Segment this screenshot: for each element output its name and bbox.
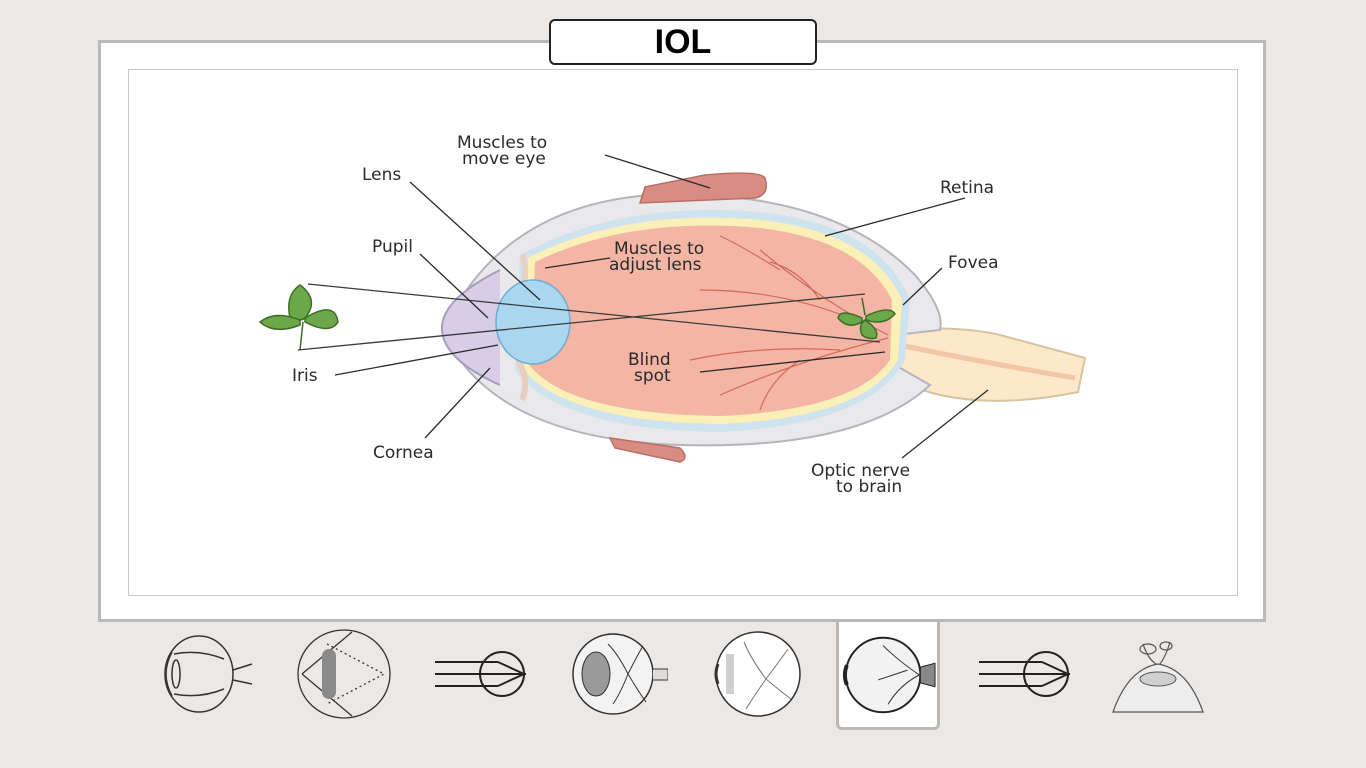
thumbnail-2[interactable] (290, 622, 394, 726)
page-title: IOL (549, 19, 817, 65)
thumbnail-4[interactable] (566, 622, 670, 726)
iol-implant-icon (1112, 641, 1204, 713)
label-muscles-move-eye-2: move eye (462, 149, 546, 169)
label-blind-spot-2: spot (634, 366, 671, 386)
label-retina: Retina (940, 178, 994, 198)
label-pupil: Pupil (372, 237, 413, 257)
label-muscles-move-eye: Muscles to (457, 133, 547, 153)
retina-vessels-icon (714, 631, 801, 717)
cornea-shape (440, 269, 501, 386)
label-blind-spot: Blind (628, 350, 671, 370)
leaf-image (837, 297, 896, 340)
lens-ray-focus-icon (435, 651, 526, 697)
label-muscles-adjust-lens: Muscles to (614, 239, 704, 259)
eye-projection-icon (297, 629, 391, 719)
label-fovea: Fovea (948, 253, 999, 273)
label-cornea: Cornea (373, 443, 434, 463)
thumbnail-7[interactable] (972, 622, 1076, 726)
label-optic-nerve-2: to brain (836, 477, 902, 497)
thumbnail-1[interactable] (152, 622, 256, 726)
eye-fundus-icon (572, 633, 668, 715)
label-lens: Lens (362, 165, 401, 185)
eye-anatomy-diagram: Muscles to move eye Lens Pupil Muscles t… (258, 133, 1087, 497)
label-iris: Iris (292, 366, 318, 386)
eye-cross-section-icon (164, 635, 253, 713)
leaf-object (258, 284, 339, 351)
label-muscles-adjust-lens-2: adjust lens (609, 255, 702, 275)
thumbnail-5[interactable] (704, 622, 808, 726)
thumbnail-3[interactable] (428, 622, 532, 726)
muscle-top (638, 172, 767, 204)
thumbnail-strip (140, 622, 1230, 732)
thumbnail-8[interactable] (1106, 622, 1210, 726)
lens-shape (495, 279, 571, 365)
thumbnail-6[interactable] (836, 622, 940, 730)
muscle-bottom (608, 437, 686, 463)
lens-ray-focus-icon (979, 651, 1070, 697)
eye-anatomy-icon (842, 636, 936, 713)
label-optic-nerve: Optic nerve (811, 461, 910, 481)
